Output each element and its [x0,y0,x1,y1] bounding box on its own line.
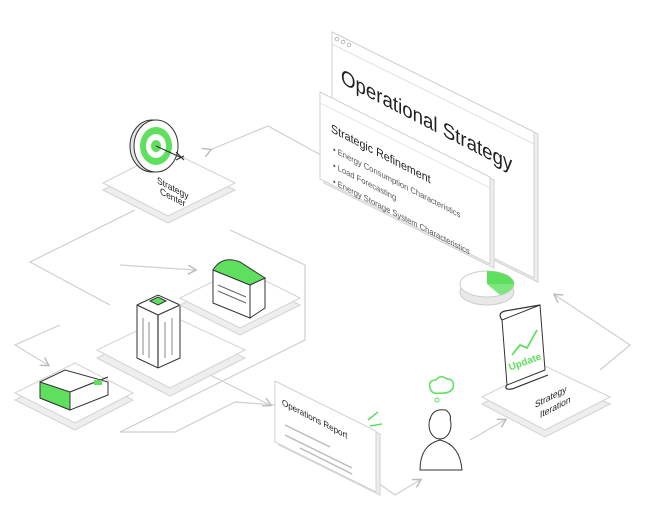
strategy-center-node[interactable]: Strategy Center [101,119,237,224]
truck-icon [39,369,109,411]
window-dot-icon [340,39,346,45]
window-dot-icon [334,36,340,42]
office-building-icon [136,294,181,369]
person-thinking-icon [419,376,463,471]
connectors [13,125,632,496]
factory-icon [212,259,267,319]
highlight-spark-icon [367,411,383,427]
update-scroll-icon: Update [499,304,549,390]
operations-report-card[interactable]: Operations Report [274,380,383,496]
pie-chart-icon [459,270,515,306]
target-icon [129,119,185,173]
window-dot-icon [346,42,352,48]
operations-hub-node[interactable] [95,294,247,397]
factory-node[interactable] [178,259,302,336]
logistics-node[interactable] [13,362,135,431]
strategy-iteration-node[interactable]: Update Strategy Iteration [480,304,612,438]
